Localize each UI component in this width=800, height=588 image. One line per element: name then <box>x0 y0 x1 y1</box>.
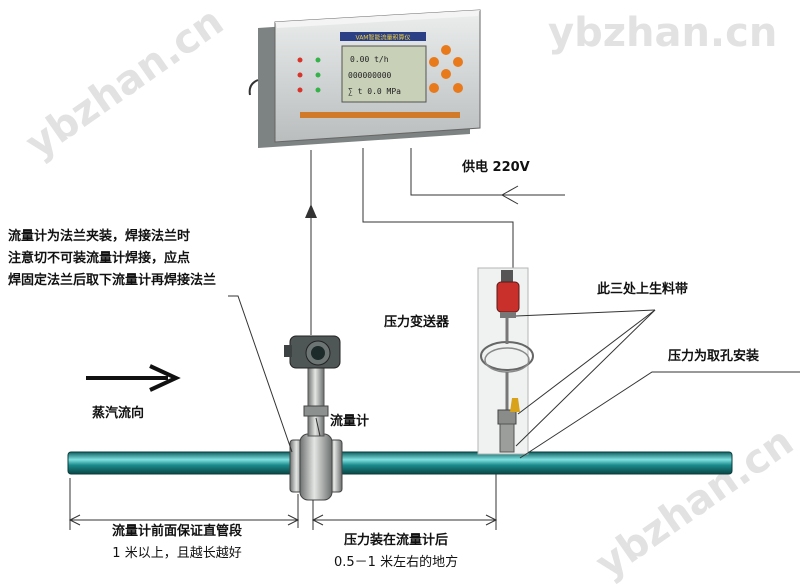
steam-pipe <box>67 451 733 475</box>
install-note: 流量计为法兰夹装，焊接法兰时 注意切不可装流量计焊接，应点 焊固定法兰后取下流量… <box>8 226 216 292</box>
display-header: VAM智能流量积算仪 <box>355 34 410 42</box>
steam-direction-arrow <box>86 364 181 392</box>
lcd-line-1: 0.00 t/h <box>350 55 389 64</box>
install-note-line-3: 焊固定法兰后取下流量计再焊接法兰 <box>8 273 217 288</box>
ptfe-tape-label: 此三处上生料带 <box>597 282 689 297</box>
straight-pipe-line-1: 流量计前面保证直管段 <box>112 524 243 539</box>
lcd-line-3: ∑ t 0.0 MPa <box>348 87 401 96</box>
keypad-buttons <box>429 45 463 93</box>
pressure-signal-line <box>362 148 514 272</box>
pressure-position-line-1: 压力装在流量计后 <box>344 533 449 548</box>
leader-lines <box>228 295 800 459</box>
flow-totalizer-display: VAM智能流量积算仪 0.00 t/h 000000000 ∑ t 0.0 MP… <box>248 9 481 148</box>
steam-direction-label: 蒸汽流向 <box>92 406 145 421</box>
power-label: 供电 220V <box>462 160 530 175</box>
power-line <box>410 148 565 196</box>
lcd-line-2: 000000000 <box>348 71 392 80</box>
lcd-screen <box>341 45 427 103</box>
vortex-flowmeter <box>284 335 343 501</box>
pressure-position-note: 压力装在流量计后 0.5－1 米左右的地方 <box>334 530 458 574</box>
status-leds <box>297 57 321 93</box>
straight-pipe-note: 流量计前面保证直管段 1 米以上，且越长越好 <box>112 521 242 565</box>
watermark-top-right: ybzhan.cn <box>548 10 778 56</box>
dimension-markers <box>68 474 498 530</box>
wiring <box>310 148 565 335</box>
power-arrow <box>500 185 519 205</box>
flowmeter-label: 流量计 <box>330 414 370 429</box>
pressure-transmitter-label: 压力变送器 <box>384 315 450 330</box>
install-note-line-1: 流量计为法兰夹装，焊接法兰时 <box>8 229 191 244</box>
pressure-tap-label: 压力为取孔安装 <box>668 349 760 364</box>
signal-up-arrow <box>305 204 317 218</box>
straight-pipe-line-2: 1 米以上，且越长越好 <box>112 546 242 561</box>
install-note-line-2: 注意切不可装流量计焊接，应点 <box>8 251 191 266</box>
pressure-transmitter-assembly <box>477 267 534 455</box>
pressure-position-line-2: 0.5－1 米左右的地方 <box>334 555 459 570</box>
